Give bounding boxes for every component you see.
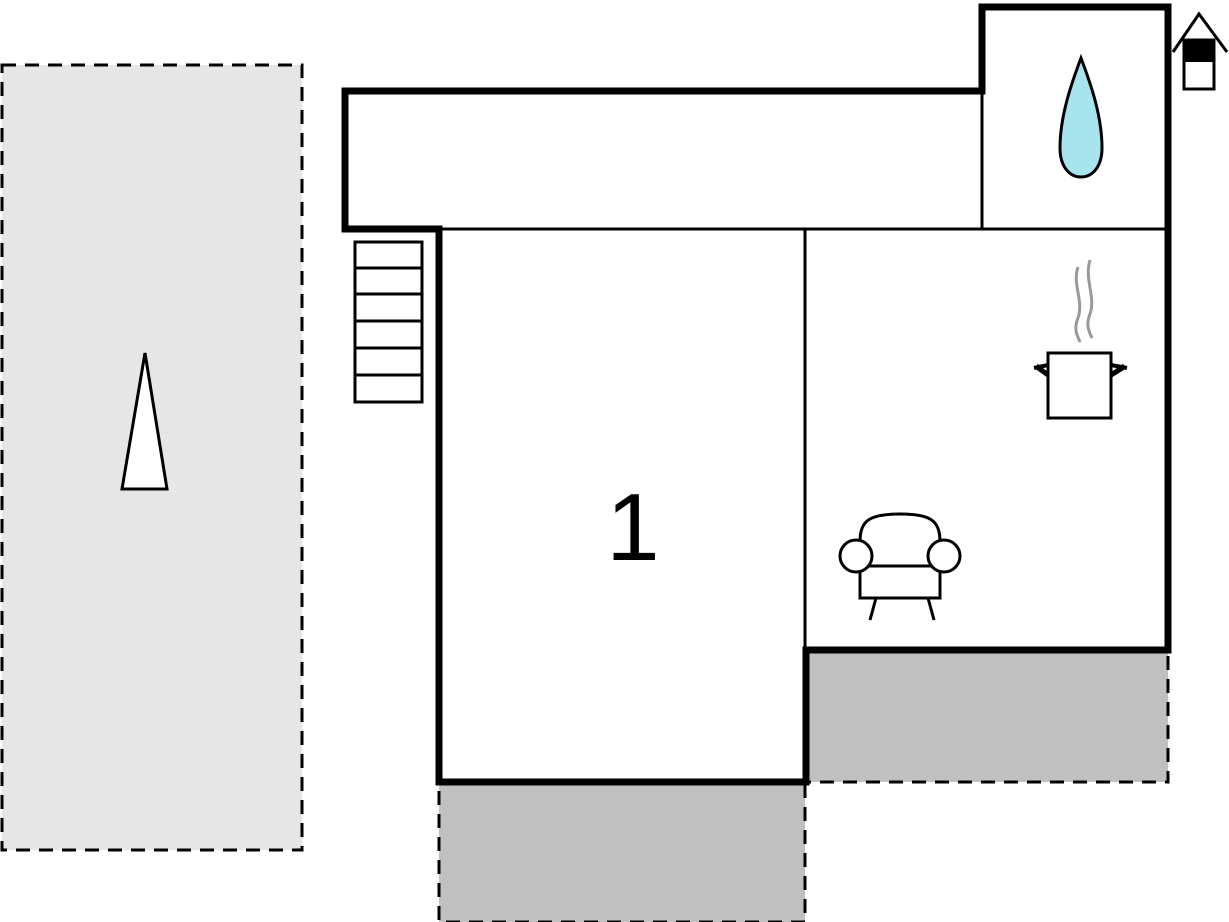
terrace-bottom-left [437,780,807,922]
terrace-bottom-right [804,648,1170,784]
house-outer-walls [341,3,1172,786]
armchair-icon [838,512,962,621]
stairs-icon [353,240,424,404]
north-arrow-icon [120,352,169,491]
house-entrance-icon [1171,11,1229,91]
cooking-pot-icon [1033,259,1128,420]
water-drop-icon [1058,53,1104,179]
room-number-label: 1 [606,474,659,581]
